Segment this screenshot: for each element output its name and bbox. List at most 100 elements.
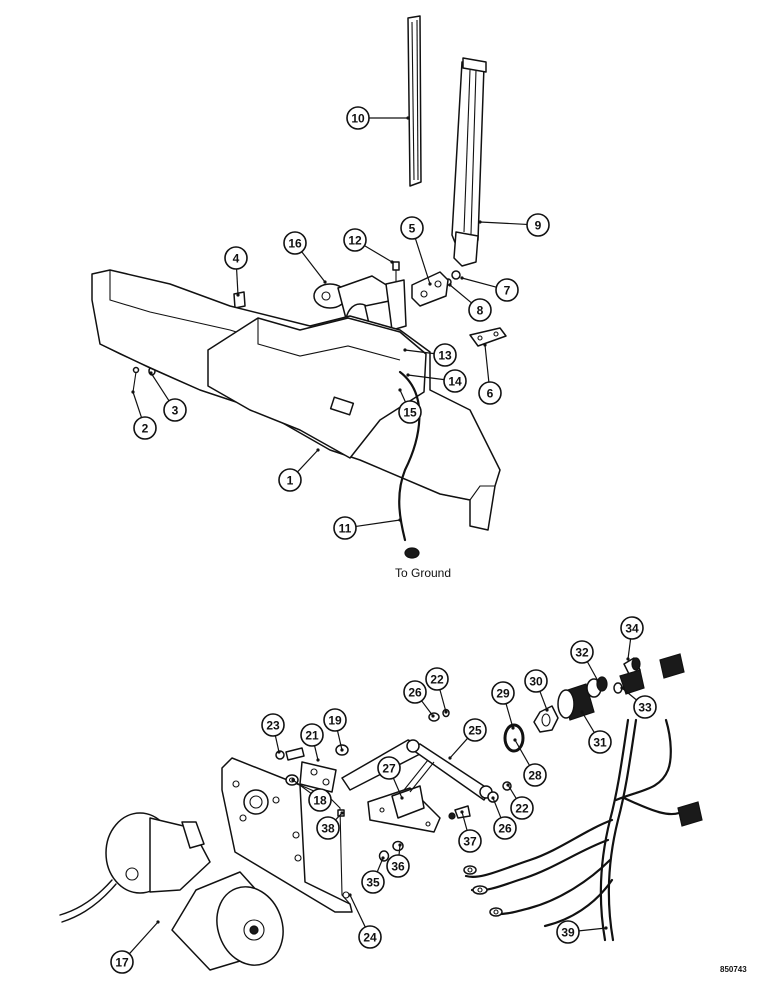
callout-35: 35 [361,856,385,894]
callout-number: 8 [477,304,484,318]
callout-number: 18 [313,794,327,808]
callout-circle [224,246,248,270]
callout-25: 25 [448,718,487,760]
callout-circle [386,854,410,878]
leader-end [604,926,608,930]
callout-number: 31 [593,736,607,750]
callout-23: 23 [261,713,285,754]
leader-line [336,730,343,751]
callout-number: 39 [561,926,575,940]
leader-line [392,777,403,799]
leader-end [406,373,410,377]
bushing [557,683,595,721]
callout-12: 12 [343,228,394,264]
wiring-harness [463,653,703,942]
callout-29: 29 [491,681,515,730]
callout-circle [377,756,401,780]
callout-8: 8 [448,283,492,322]
callout-circle [361,870,385,894]
leader-line [461,277,497,288]
callout-number: 28 [528,769,542,783]
callout-circle [343,228,367,252]
pivot-shaft [367,759,441,833]
callout-number: 26 [498,822,512,836]
leader-line [586,661,599,682]
callout-circle [510,796,534,820]
gasket [469,327,507,347]
callout-number: 13 [438,349,452,363]
leader-end [381,856,385,860]
leader-line [399,389,406,403]
leader-line [355,519,401,528]
leader-line [578,927,607,932]
callout-number: 7 [504,284,511,298]
callout-number: 9 [535,219,542,233]
leader-end [398,388,402,392]
callout-circle [433,343,457,367]
leader-end [620,686,624,690]
leader-line [581,711,595,733]
callout-number: 5 [409,222,416,236]
leader-end [340,748,344,752]
callout-27: 27 [377,756,404,800]
leader-line [407,374,445,381]
leader-line [150,372,170,402]
callout-circle [493,816,517,840]
callout-number: 19 [328,714,342,728]
callout-26: 26 [403,680,435,718]
callout-number: 35 [366,876,380,890]
callout-circle [478,381,502,405]
callout-circle [588,730,612,754]
callout-number: 4 [233,252,240,266]
leader-end [390,260,394,264]
leader-end [291,778,295,782]
callout-number: 34 [625,622,639,636]
leader-end [400,796,404,800]
callout-circle [323,708,347,732]
leader-line [492,797,502,819]
leader-end [460,810,464,814]
callout-9: 9 [478,213,550,237]
hex-nut [533,705,559,733]
leader-line [398,844,401,856]
callout-21: 21 [300,723,324,762]
callout-2: 2 [131,390,157,440]
callout-circle [633,695,657,719]
callout-22: 22 [425,667,449,714]
callout-number: 3 [172,404,179,418]
callout-19: 19 [323,708,347,752]
callout-32: 32 [570,640,600,683]
wiper-blade [407,15,422,187]
screw [132,366,156,393]
callout-15: 15 [398,388,422,424]
callout-1: 1 [278,448,320,492]
leader-line [414,238,431,285]
callout-number: 25 [468,724,482,738]
leader-line [514,739,531,766]
callout-number: 22 [515,802,529,816]
leader-line [484,344,490,383]
callout-circle [398,400,422,424]
callout-number: 30 [529,675,543,689]
bolt-washer-upper [275,747,305,786]
callout-circle [283,231,307,255]
callout-36: 36 [386,843,410,878]
callout-number: 10 [351,112,365,126]
leader-line [404,349,435,355]
callout-10: 10 [346,106,410,130]
callout-circle [463,718,487,742]
callout-circle [524,669,548,693]
callout-26: 26 [491,796,517,840]
wiper-motor-lower [59,812,284,971]
callout-13: 13 [403,343,457,367]
callouts-layer: 1234567891011121314151617181921222223242… [110,106,657,974]
callout-circle [495,278,519,302]
callout-circle [556,920,580,944]
leader-line [297,449,319,473]
leader-end [491,796,495,800]
callout-5: 5 [400,216,432,286]
callout-number: 14 [448,375,462,389]
callout-31: 31 [580,710,612,754]
leader-end [131,390,135,394]
leader-end [316,758,320,762]
